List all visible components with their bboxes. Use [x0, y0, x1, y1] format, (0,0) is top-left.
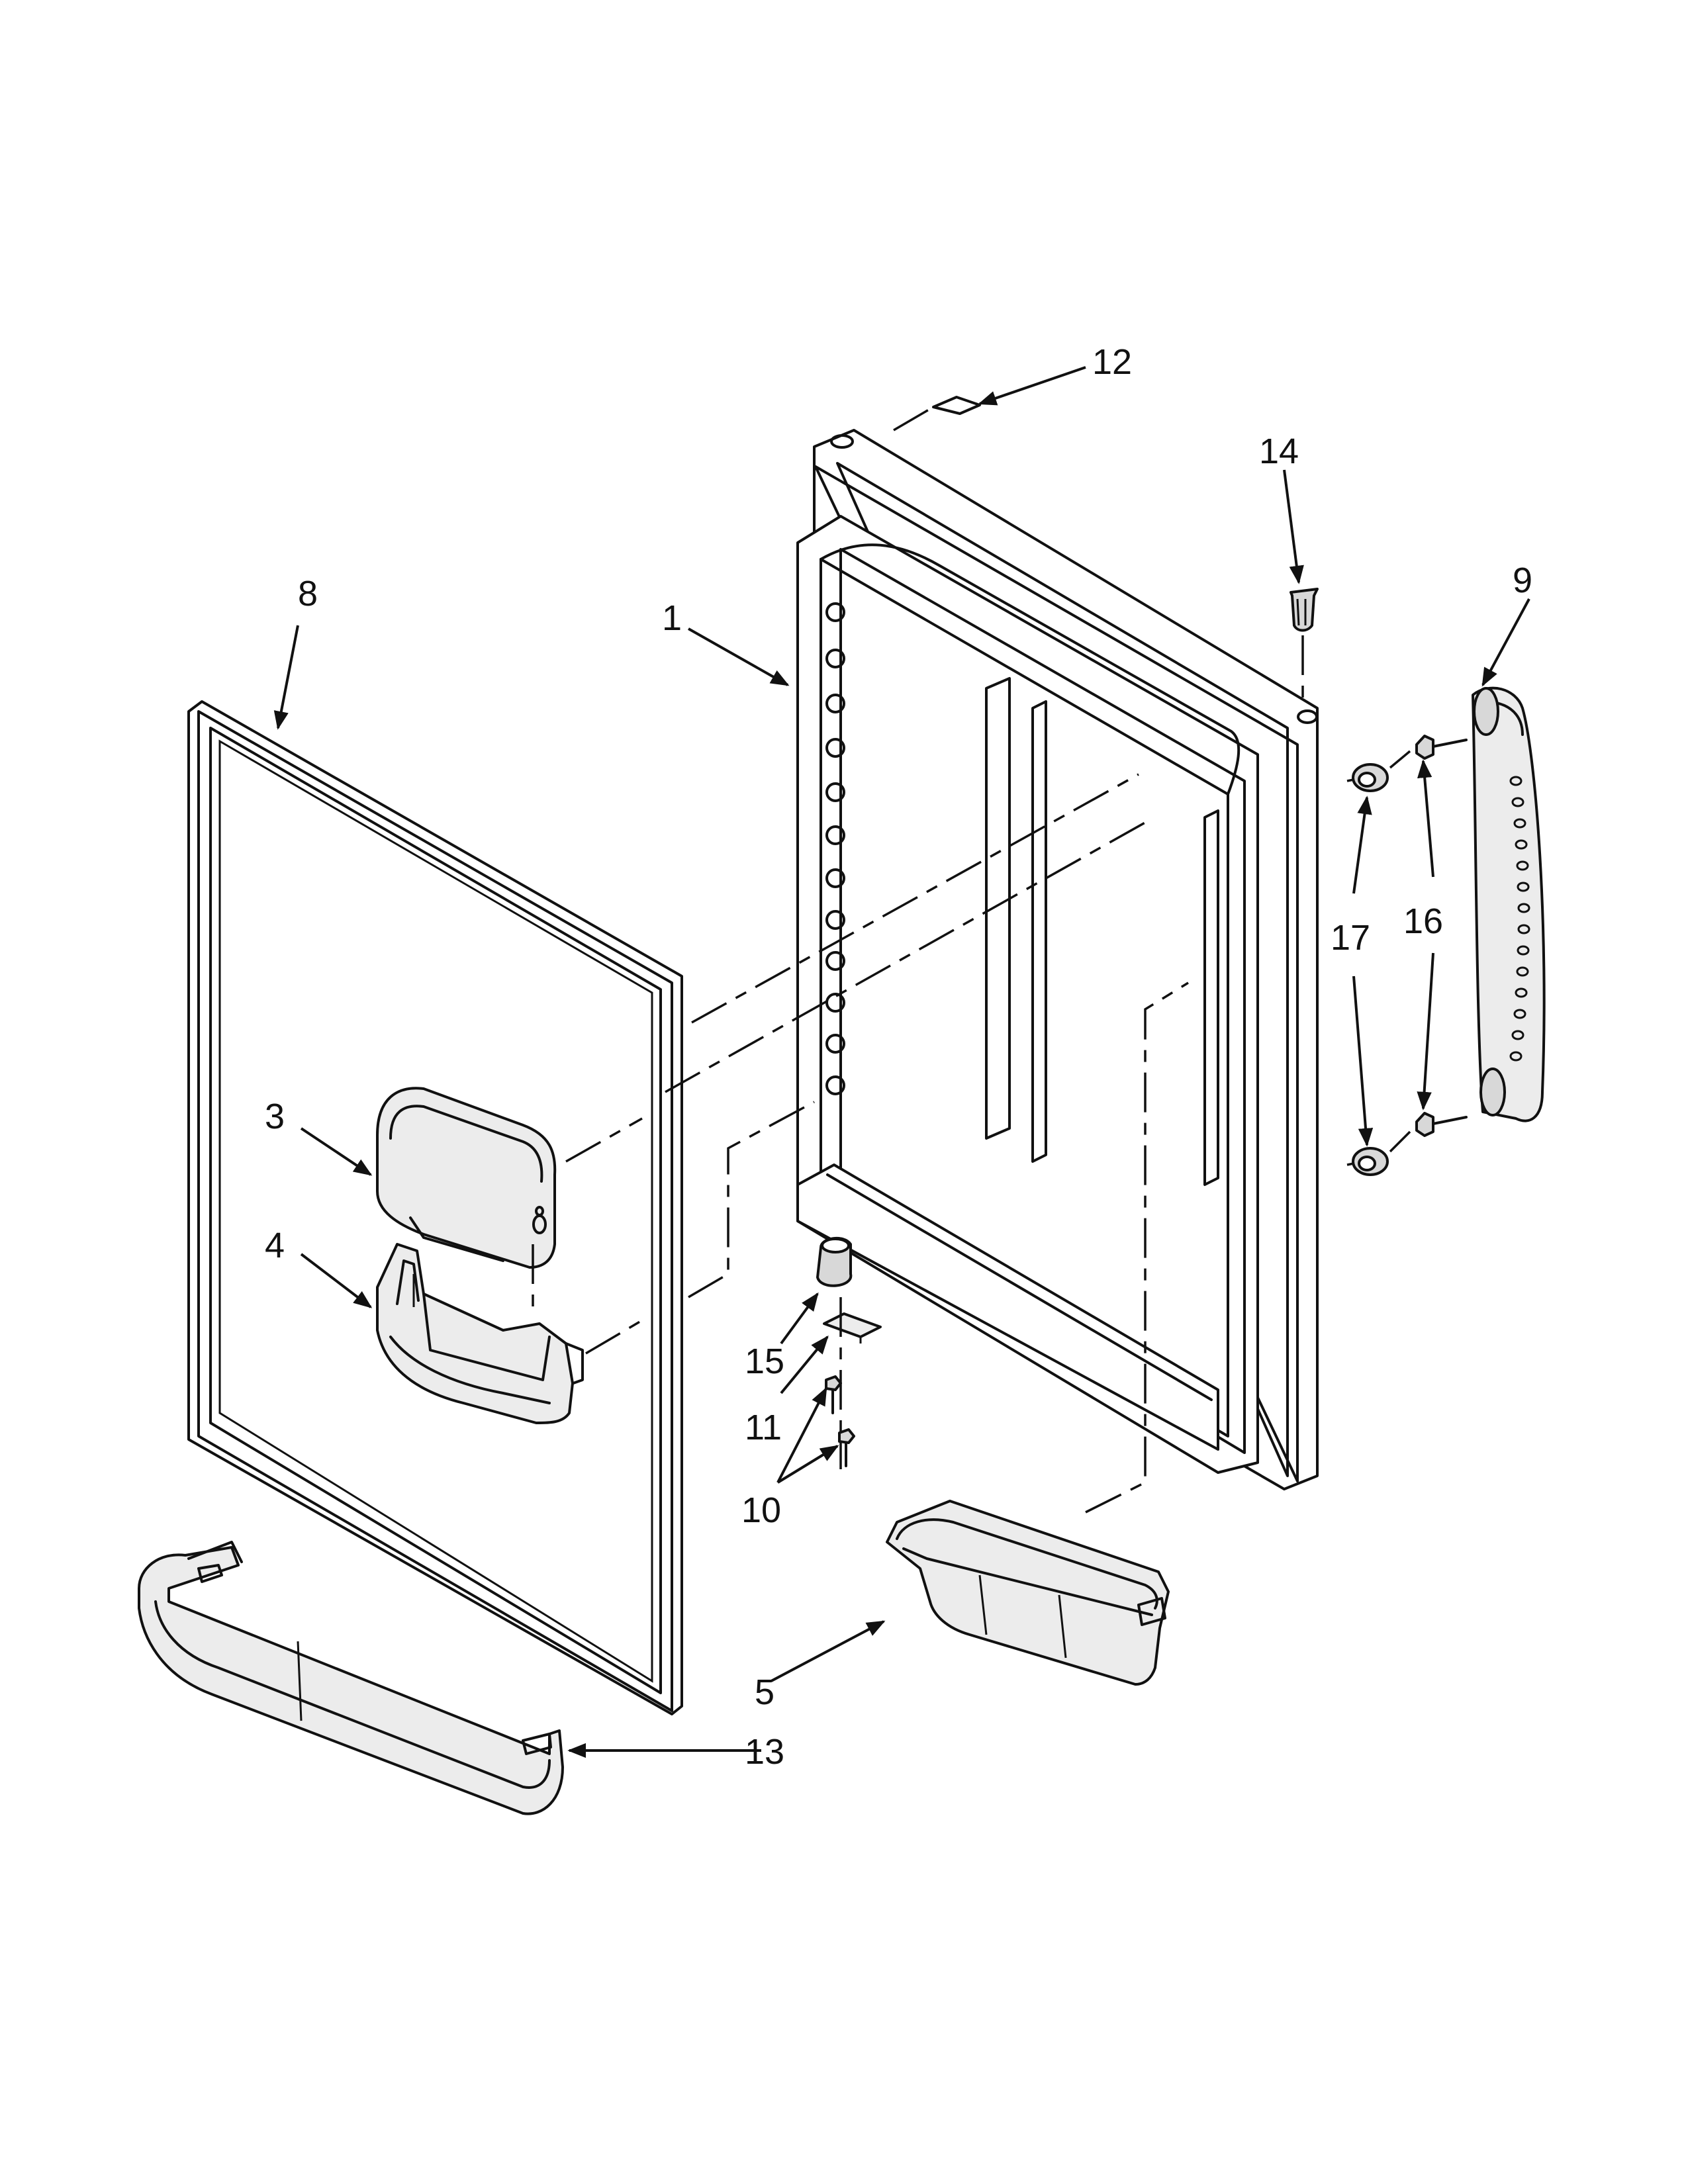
door-bin-large — [138, 1541, 564, 1815]
seal — [932, 396, 981, 415]
callout-15: 15 — [745, 1342, 784, 1381]
callout-14: 14 — [1259, 432, 1299, 471]
door-handle — [1472, 686, 1546, 1122]
leader-lines — [273, 366, 1530, 1758]
hinge-screws — [825, 1375, 855, 1467]
callout-16: 16 — [1403, 901, 1443, 941]
callout-1: 1 — [662, 598, 682, 638]
handle-screws — [1415, 735, 1468, 1137]
plug — [1289, 588, 1319, 632]
callout-8: 8 — [298, 574, 318, 614]
callout-17: 17 — [1331, 918, 1370, 958]
callout-4: 4 — [265, 1226, 285, 1265]
callout-12: 12 — [1092, 342, 1132, 382]
callout-5: 5 — [755, 1672, 774, 1712]
callout-13: 13 — [745, 1732, 784, 1772]
callout-3: 3 — [265, 1097, 285, 1136]
hinge-pin — [816, 1236, 853, 1287]
alignment-lines — [532, 406, 1411, 1514]
dispenser-tray — [376, 1243, 584, 1424]
dispenser-cover — [376, 1087, 557, 1269]
callout-10: 10 — [741, 1490, 781, 1530]
door-bin-small — [886, 1500, 1170, 1686]
door-liner — [796, 429, 1319, 1490]
callout-9: 9 — [1513, 561, 1532, 600]
callout-11: 11 — [745, 1408, 782, 1447]
hinge-bracket — [823, 1312, 882, 1343]
handle-spacers — [1352, 763, 1389, 1176]
